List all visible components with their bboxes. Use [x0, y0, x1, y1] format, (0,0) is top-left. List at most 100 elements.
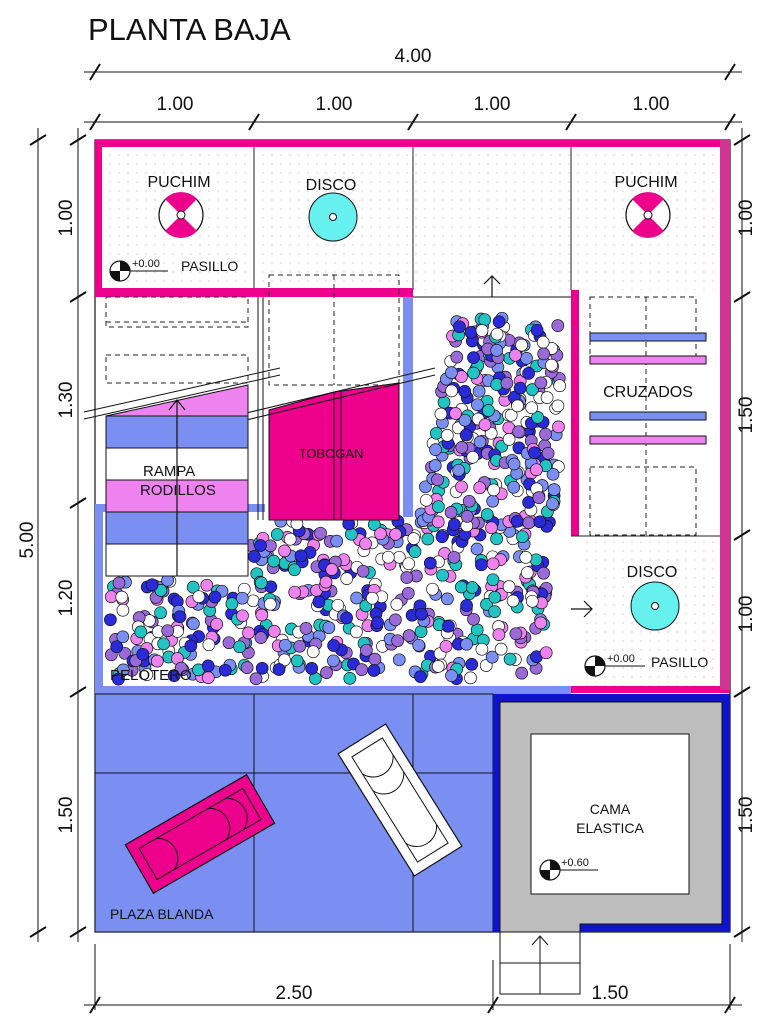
- ball: [551, 319, 565, 332]
- ball: [161, 624, 175, 638]
- rampa-label: RAMPA: [143, 463, 195, 480]
- ball: [486, 557, 500, 571]
- ball: [426, 582, 439, 596]
- ball: [267, 625, 281, 638]
- ball: [343, 672, 357, 685]
- ball: [350, 591, 363, 605]
- ball: [458, 385, 472, 398]
- ball: [350, 625, 363, 639]
- ball: [470, 542, 484, 556]
- ball: [546, 497, 559, 511]
- ball: [539, 646, 553, 660]
- ball: [186, 580, 200, 594]
- ball: [218, 663, 232, 677]
- ball: [419, 493, 433, 507]
- ball: [299, 622, 313, 635]
- ball: [534, 376, 548, 390]
- cama-steps: [499, 931, 581, 995]
- ball: [222, 636, 236, 650]
- pelotero-wall-bottom: [95, 686, 571, 694]
- ball: [513, 381, 527, 395]
- ball: [154, 584, 168, 597]
- ball: [246, 594, 260, 608]
- ball: [530, 463, 543, 477]
- dim-bottom-seg-2: 1.50: [592, 983, 629, 1004]
- ball: [465, 581, 479, 594]
- ball: [484, 426, 498, 440]
- ball: [431, 660, 445, 673]
- ball: [454, 580, 468, 594]
- dim-top-seg-2: 1.00: [316, 94, 353, 115]
- cama-label-2: ELASTICA: [576, 820, 644, 836]
- dim-right-seg-4: 1.50: [736, 797, 757, 834]
- ball: [249, 672, 263, 686]
- ball: [436, 568, 449, 582]
- pasillo-top-label: PASILLO: [181, 258, 238, 274]
- ball: [522, 516, 536, 530]
- ball: [278, 544, 291, 558]
- ball: [490, 344, 504, 357]
- ball: [533, 515, 547, 529]
- ball: [460, 637, 473, 651]
- ball: [440, 429, 454, 442]
- level-marker-icon: [109, 260, 168, 282]
- ball: [233, 640, 246, 654]
- ball: [423, 556, 437, 570]
- ball: [327, 639, 340, 652]
- ball: [283, 532, 297, 546]
- ball: [431, 473, 444, 487]
- ball: [331, 598, 345, 612]
- ball: [532, 491, 546, 504]
- ball: [278, 653, 291, 667]
- ball: [458, 413, 472, 427]
- ball: [485, 650, 499, 664]
- ball: [154, 606, 167, 620]
- ball: [235, 591, 249, 605]
- ball: [272, 663, 286, 676]
- ball: [545, 358, 558, 372]
- ball: [435, 530, 449, 544]
- cama-label-1: CAMA: [590, 801, 631, 817]
- ball: [254, 576, 268, 590]
- ball: [104, 613, 117, 627]
- ball: [431, 515, 445, 529]
- ball: [492, 628, 506, 641]
- ball: [192, 590, 206, 604]
- ball: [314, 526, 327, 540]
- ball: [401, 586, 415, 600]
- ball: [460, 510, 474, 523]
- ball: [429, 443, 442, 456]
- grid-lines-top: [253, 144, 572, 290]
- ball: [534, 616, 548, 630]
- ball: [290, 654, 304, 668]
- ball: [536, 335, 550, 349]
- ball: [419, 480, 432, 494]
- ball: [450, 350, 464, 364]
- disco-top-label: DISCO: [306, 177, 357, 194]
- ball: [488, 590, 502, 604]
- ball: [112, 672, 125, 686]
- ball: [389, 613, 402, 627]
- ball: [519, 551, 533, 564]
- ball: [202, 638, 216, 652]
- ball: [184, 639, 198, 653]
- ball: [134, 625, 148, 639]
- puchim-left-label: PUCHIM: [147, 174, 210, 191]
- ball: [467, 366, 480, 380]
- ball: [371, 616, 384, 630]
- ball: [445, 366, 458, 379]
- ball: [502, 433, 516, 446]
- ball: [325, 563, 339, 576]
- ball: [478, 313, 492, 327]
- level-top: +0.00: [132, 258, 160, 270]
- disco-right-label: DISCO: [627, 564, 678, 581]
- ball: [327, 654, 340, 668]
- ball: [459, 428, 473, 442]
- ball: [240, 661, 254, 674]
- ball: [116, 630, 130, 644]
- rampa-rodillos: [83, 296, 281, 577]
- disco-icon: [308, 192, 358, 242]
- pelotero-label: PELOTERO: [110, 667, 192, 684]
- dim-bottom-seg-1: 2.50: [276, 983, 313, 1004]
- dim-left-total: 5.00: [17, 522, 38, 559]
